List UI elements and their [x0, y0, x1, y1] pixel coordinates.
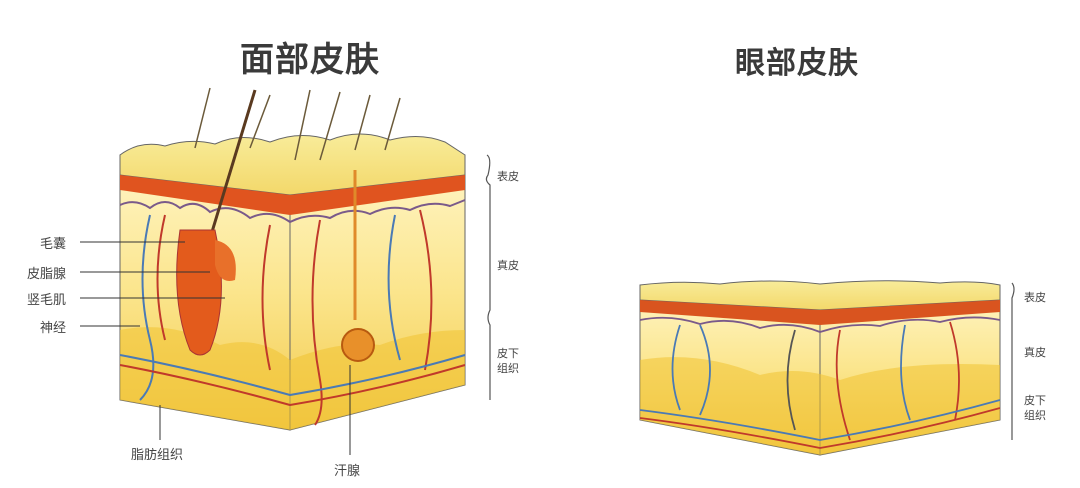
face-layer-epidermis: 表皮 [497, 170, 519, 183]
label-arrector-pili: 竖毛肌 [27, 293, 67, 308]
face-layer-subcutaneous: 皮下 组织 [497, 347, 519, 375]
face-skin-block [80, 87, 491, 455]
label-hair-follicle: 毛囊 [40, 237, 67, 252]
label-adipose-tissue: 脂肪组织 [131, 448, 184, 463]
label-nerve: 神经 [40, 321, 67, 336]
face-skin-title: 面部皮肤 [240, 40, 380, 80]
label-sweat-gland: 汗腺 [334, 464, 361, 479]
face-layer-dermis: 真皮 [497, 259, 519, 272]
eye-layer-dermis: 真皮 [1024, 346, 1046, 359]
eye-skin-block [639, 280, 1015, 456]
eye-skin-title: 眼部皮肤 [735, 46, 859, 81]
eye-layer-epidermis: 表皮 [1024, 291, 1046, 304]
label-sebaceous-gland: 皮脂腺 [27, 267, 67, 282]
eye-layer-subcutaneous: 皮下 组织 [1024, 394, 1046, 422]
